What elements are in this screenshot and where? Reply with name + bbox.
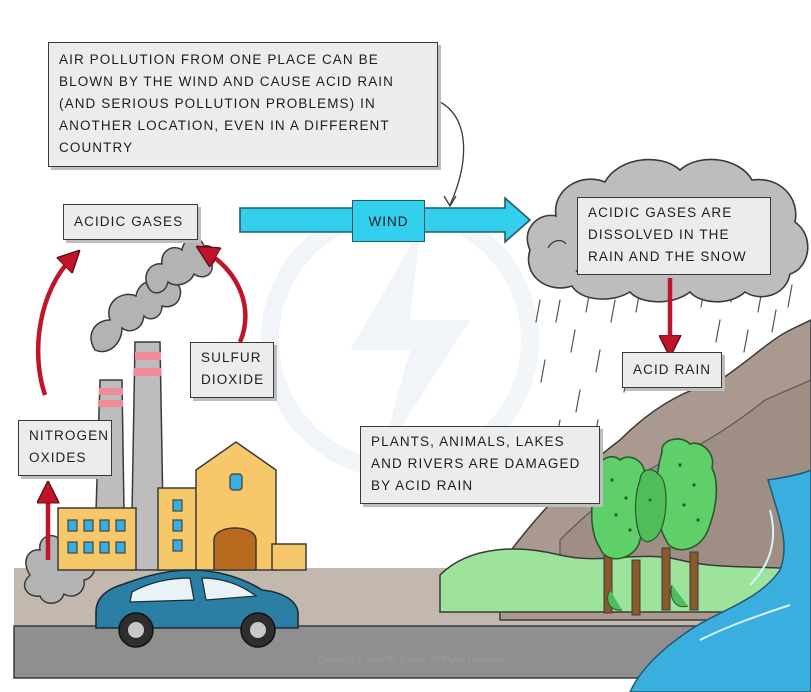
acidic-gases-label: ACIDIC GASES (63, 204, 198, 240)
dissolved-line: ACIDIC GASES ARE (588, 205, 733, 220)
acid-rain-text: ACID RAIN (633, 362, 712, 377)
nitrogen-oxides-line: NITROGEN (29, 428, 110, 443)
grass-field (439, 548, 811, 613)
callout-pointer (435, 99, 465, 206)
acid-rain-label: ACID RAIN (622, 352, 722, 388)
nitrogen-oxides-label: NITROGEN OXIDES (18, 420, 112, 476)
trees (590, 438, 718, 616)
river (629, 469, 811, 692)
damage-label: PLANTS, ANIMALS, LAKES AND RIVERS ARE DA… (360, 426, 600, 504)
sulfur-dioxide-line: SULFUR (201, 350, 262, 365)
air-pollution-line: (AND SERIOUS POLLUTION PROBLEMS) IN (59, 96, 376, 111)
air-pollution-line: COUNTRY (59, 140, 134, 155)
sulfur-dioxide-label: SULFUR DIOXIDE (190, 342, 274, 398)
air-pollution-callout: AIR POLLUTION FROM ONE PLACE CAN BE BLOW… (48, 42, 438, 167)
dissolved-gases-label: ACIDIC GASES ARE DISSOLVED IN THE RAIN A… (577, 197, 771, 275)
dissolved-line: RAIN AND THE SNOW (588, 249, 747, 264)
red-arrows (35, 252, 670, 560)
sulfur-dioxide-line: DIOXIDE (201, 372, 265, 387)
wind-label: WIND (352, 200, 425, 242)
copyright-notice: Copyright © Save My Exams. All Rights Re… (318, 655, 504, 664)
nitrogen-oxides-line: OXIDES (29, 450, 87, 465)
air-pollution-line: ANOTHER LOCATION, EVEN IN A DIFFERENT (59, 118, 390, 133)
damage-line: PLANTS, ANIMALS, LAKES (371, 434, 565, 449)
damage-line: AND RIVERS ARE DAMAGED (371, 456, 581, 471)
air-pollution-line: BLOWN BY THE WIND AND CAUSE ACID RAIN (59, 74, 395, 89)
air-pollution-line: AIR POLLUTION FROM ONE PLACE CAN BE (59, 52, 379, 67)
car (95, 569, 299, 648)
acidic-gases-text: ACIDIC GASES (74, 214, 184, 229)
wind-text: WIND (368, 213, 409, 229)
factory-buildings (57, 441, 307, 571)
damage-line: BY ACID RAIN (371, 478, 474, 493)
dissolved-line: DISSOLVED IN THE (588, 227, 730, 242)
